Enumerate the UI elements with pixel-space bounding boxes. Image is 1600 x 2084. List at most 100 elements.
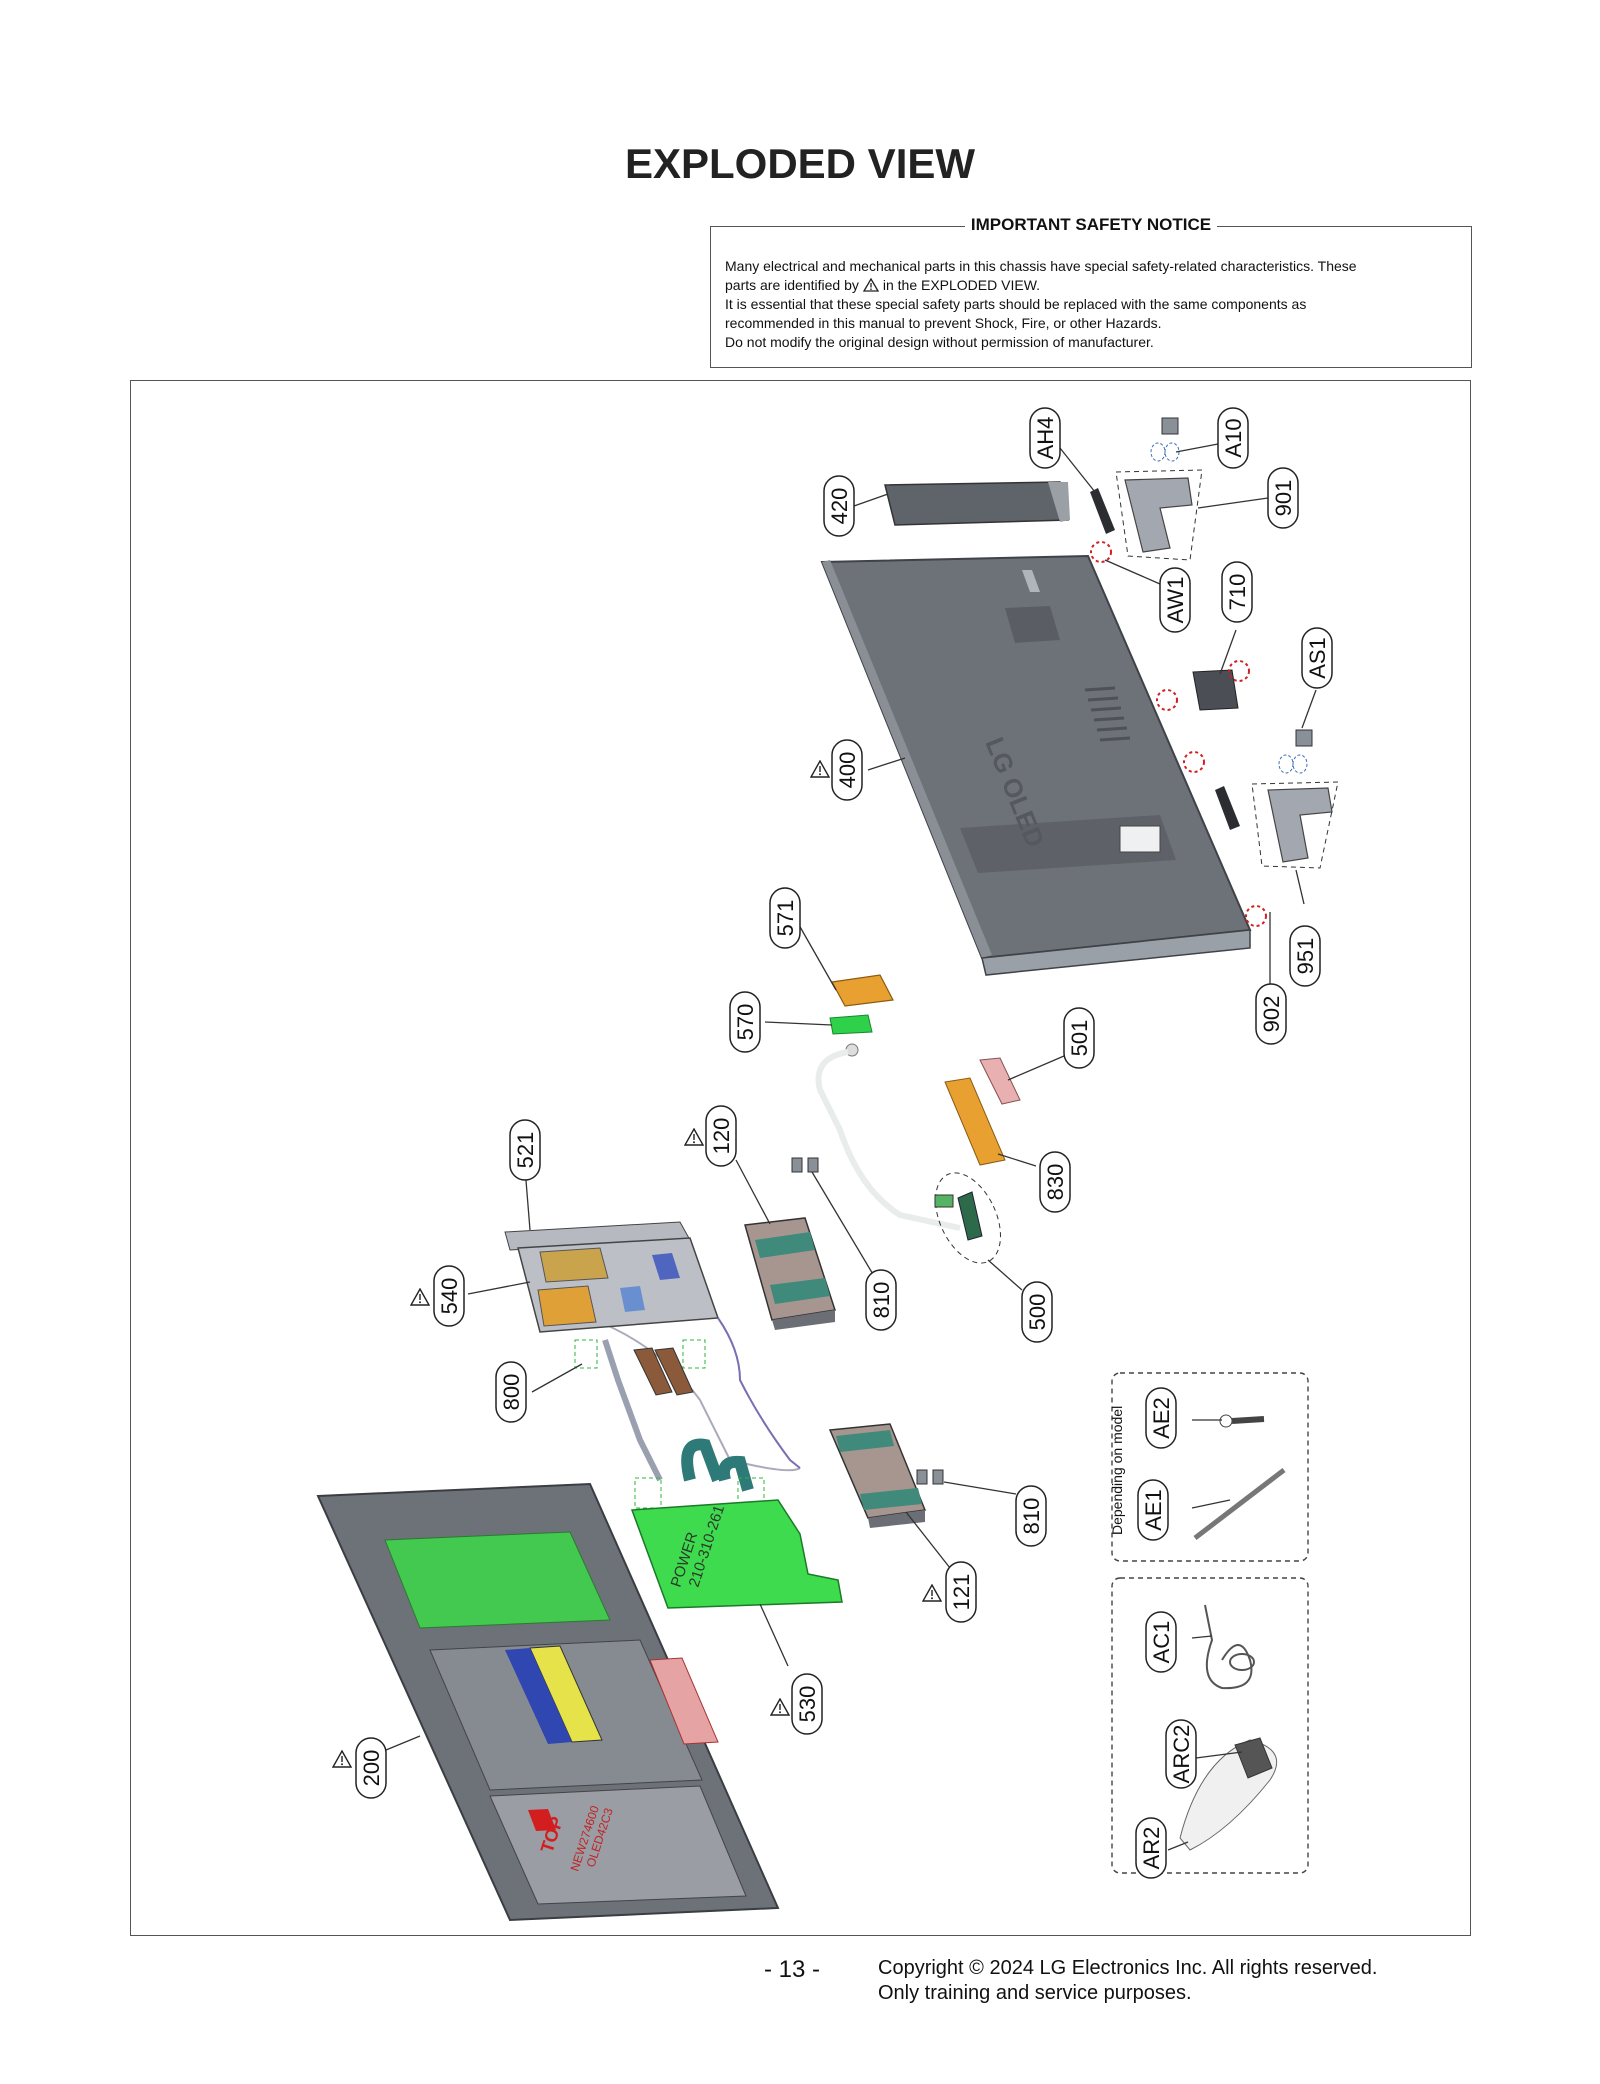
svg-text:951: 951 xyxy=(1293,938,1318,975)
purpose-line: Only training and service purposes. xyxy=(878,1982,1192,2004)
svg-text:AH4: AH4 xyxy=(1033,417,1058,460)
screw-ae2-part xyxy=(1219,1414,1265,1428)
optional-accessories-box xyxy=(1111,1372,1309,1874)
warning-triangle-icon xyxy=(770,1698,790,1716)
svg-text:AS1: AS1 xyxy=(1305,637,1330,679)
stand-bracket-part xyxy=(1090,417,1339,869)
ffc-cables-part xyxy=(574,1339,754,1492)
cable-harness xyxy=(589,1049,961,1472)
callout-121: 121 xyxy=(945,1561,977,1623)
notice-line: Do not modify the original design withou… xyxy=(725,334,1154,350)
svg-text:500: 500 xyxy=(1025,1294,1050,1331)
callout-540: 540 xyxy=(433,1265,465,1327)
svg-text:901: 901 xyxy=(1271,480,1296,517)
svg-text:902: 902 xyxy=(1259,996,1284,1033)
svg-text:530: 530 xyxy=(795,1686,820,1723)
callout-aw1: AW1 xyxy=(1159,567,1191,633)
diagram-frame xyxy=(130,380,1471,1936)
svg-text:400: 400 xyxy=(835,752,860,789)
svg-text:120: 120 xyxy=(709,1118,734,1155)
svg-text:570: 570 xyxy=(733,1004,758,1041)
footer-copyright: Copyright © 2024 LG Electronics Inc. All… xyxy=(878,1956,1377,2006)
callout-810b: 810 xyxy=(1015,1485,1047,1547)
callout-530: 530 xyxy=(791,1673,823,1735)
callout-200: 200 xyxy=(355,1737,387,1799)
safety-notice-heading: IMPORTANT SAFETY NOTICE xyxy=(711,215,1471,235)
bracket-810-part xyxy=(791,1157,944,1485)
cover-plate-part xyxy=(1192,669,1239,711)
warning-triangle-icon xyxy=(410,1288,430,1306)
page-title: EXPLODED VIEW xyxy=(624,140,976,187)
callout-800: 800 xyxy=(495,1361,527,1423)
warning-triangle-icon xyxy=(922,1584,942,1602)
callout-arc2: ARC2 xyxy=(1165,1719,1197,1789)
callout-810a: 810 xyxy=(865,1269,897,1331)
screw-markers xyxy=(1090,541,1267,927)
svg-text:AC1: AC1 xyxy=(1149,1621,1174,1664)
callout-420: 420 xyxy=(823,475,855,537)
callout-a10: A10 xyxy=(1217,407,1249,469)
notice-line: It is essential that these special safet… xyxy=(725,296,1307,312)
callout-830: 830 xyxy=(1039,1151,1071,1213)
safety-notice-box: IMPORTANT SAFETY NOTICE Many electrical … xyxy=(710,215,1472,368)
svg-text:420: 420 xyxy=(827,488,852,525)
copyright-line: Copyright © 2024 LG Electronics Inc. All… xyxy=(878,1957,1378,1979)
callout-ac1: AC1 xyxy=(1145,1611,1177,1673)
svg-text:501: 501 xyxy=(1067,1020,1092,1057)
svg-text:AE1: AE1 xyxy=(1141,1489,1166,1531)
page-number: - 13 - xyxy=(764,1956,821,1983)
callout-571: 571 xyxy=(769,887,801,949)
svg-text:830: 830 xyxy=(1043,1164,1068,1201)
warning-triangle-icon xyxy=(862,278,879,292)
svg-text:AW1: AW1 xyxy=(1163,577,1188,624)
callout-ah4: AH4 xyxy=(1029,407,1061,469)
safety-notice-body: Many electrical and mechanical parts in … xyxy=(725,257,1457,352)
svg-text:ARC2: ARC2 xyxy=(1169,1725,1194,1784)
svg-text:710: 710 xyxy=(1225,574,1250,611)
callout-as1: AS1 xyxy=(1301,627,1333,689)
callout-ae1: AE1 xyxy=(1137,1479,1169,1541)
svg-text:540: 540 xyxy=(437,1278,462,1315)
callout-902: 902 xyxy=(1255,983,1287,1045)
callout-951: 951 xyxy=(1289,925,1321,987)
led-bracket-part xyxy=(944,1057,1021,1166)
top-bracket-part xyxy=(884,481,1070,526)
remote-control-ar2-part xyxy=(1179,1737,1278,1851)
power-cord-ac1-part xyxy=(1204,1604,1255,1690)
display-panel-part: TOP NEW274600 OLED42C3 xyxy=(316,1482,780,1922)
power-module-part xyxy=(744,1217,836,1330)
main-board-part xyxy=(504,1221,801,1469)
svg-text:810: 810 xyxy=(1019,1498,1044,1535)
svg-text:800: 800 xyxy=(499,1374,524,1411)
leader-lines xyxy=(385,443,1317,1851)
warning-triangle-icon xyxy=(332,1750,352,1768)
callout-501: 501 xyxy=(1063,1007,1095,1069)
svg-text:571: 571 xyxy=(773,900,798,937)
svg-text:121: 121 xyxy=(949,1574,974,1611)
warning-triangle-icon xyxy=(810,760,830,778)
ir-board-part xyxy=(934,1172,1001,1264)
callout-570: 570 xyxy=(729,991,761,1053)
callout-ae2: AE2 xyxy=(1145,1387,1177,1449)
notice-line: recommended in this manual to prevent Sh… xyxy=(725,315,1162,331)
callout-710: 710 xyxy=(1221,561,1253,623)
svg-text:200: 200 xyxy=(359,1750,384,1787)
svg-text:521: 521 xyxy=(513,1132,538,1169)
depending-on-model-label: Depending on model xyxy=(1109,1406,1125,1535)
svg-text:AR2: AR2 xyxy=(1139,1827,1164,1870)
callout-400: 400 xyxy=(831,739,863,801)
power-board-part: POWER 210-310-261 xyxy=(630,1477,843,1609)
callout-521: 521 xyxy=(509,1119,541,1181)
callout-ar2: AR2 xyxy=(1135,1817,1167,1879)
svg-text:AE2: AE2 xyxy=(1149,1397,1174,1439)
cable-ae1-part xyxy=(1193,1468,1286,1540)
callout-901: 901 xyxy=(1267,467,1299,529)
svg-text:810: 810 xyxy=(869,1282,894,1319)
warning-triangle-icon xyxy=(684,1128,704,1146)
svg-text:A10: A10 xyxy=(1221,418,1246,457)
callout-500: 500 xyxy=(1021,1281,1053,1343)
callout-120: 120 xyxy=(705,1105,737,1167)
sub-module-121-part xyxy=(828,1423,927,1528)
